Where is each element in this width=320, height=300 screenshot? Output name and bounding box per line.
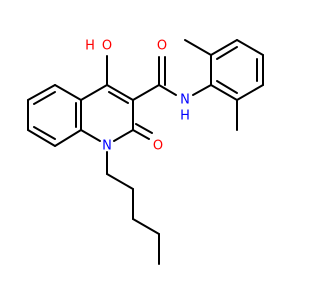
bond	[80, 84, 108, 101]
amide-nitrogen-label: N	[180, 93, 190, 108]
bond-camide-n	[158, 84, 177, 96]
ring-nitrogen-label: N	[102, 139, 112, 154]
bond	[106, 173, 134, 190]
pentyl-chain	[106, 151, 160, 265]
hydroxyl-oxygen-label: O	[102, 39, 112, 54]
bond	[54, 84, 82, 101]
atom-labels: H O O N H O N	[85, 39, 190, 154]
hydroxyl-hydrogen-label: H	[85, 39, 95, 54]
bond	[236, 39, 264, 56]
bond-c2-o	[132, 129, 150, 140]
bond	[54, 129, 82, 147]
double-bond-inner	[216, 46, 238, 60]
benzo-ring	[27, 84, 82, 147]
carbonyl-oxygen-label: O	[153, 139, 163, 154]
dimethylphenyl-ring	[210, 39, 264, 101]
bond	[80, 129, 101, 142]
bond-c3-camide	[132, 84, 160, 101]
structure-canvas: H O O N H O N	[27, 38, 264, 265]
bond	[132, 218, 160, 235]
pyridinone-ring	[80, 84, 134, 142]
bond	[210, 39, 238, 56]
molecule-drawing: H O O N H O N	[27, 39, 264, 265]
methyl-bond-top	[184, 39, 212, 56]
double-bond-inner	[33, 126, 56, 140]
bond	[106, 84, 134, 101]
amide-hydrogen-label: H	[180, 109, 190, 124]
bond	[27, 84, 56, 101]
bond	[113, 129, 134, 142]
bond	[27, 129, 56, 147]
bond	[210, 84, 238, 101]
bond	[236, 84, 264, 101]
double-bond-inner	[33, 91, 56, 105]
double-bond-inner	[108, 91, 129, 104]
amide-oxygen-label: O	[157, 39, 167, 54]
bond-n-aryl	[192, 84, 212, 96]
double-bond-inner	[216, 80, 238, 94]
bond-c2-o-double	[135, 123, 153, 134]
